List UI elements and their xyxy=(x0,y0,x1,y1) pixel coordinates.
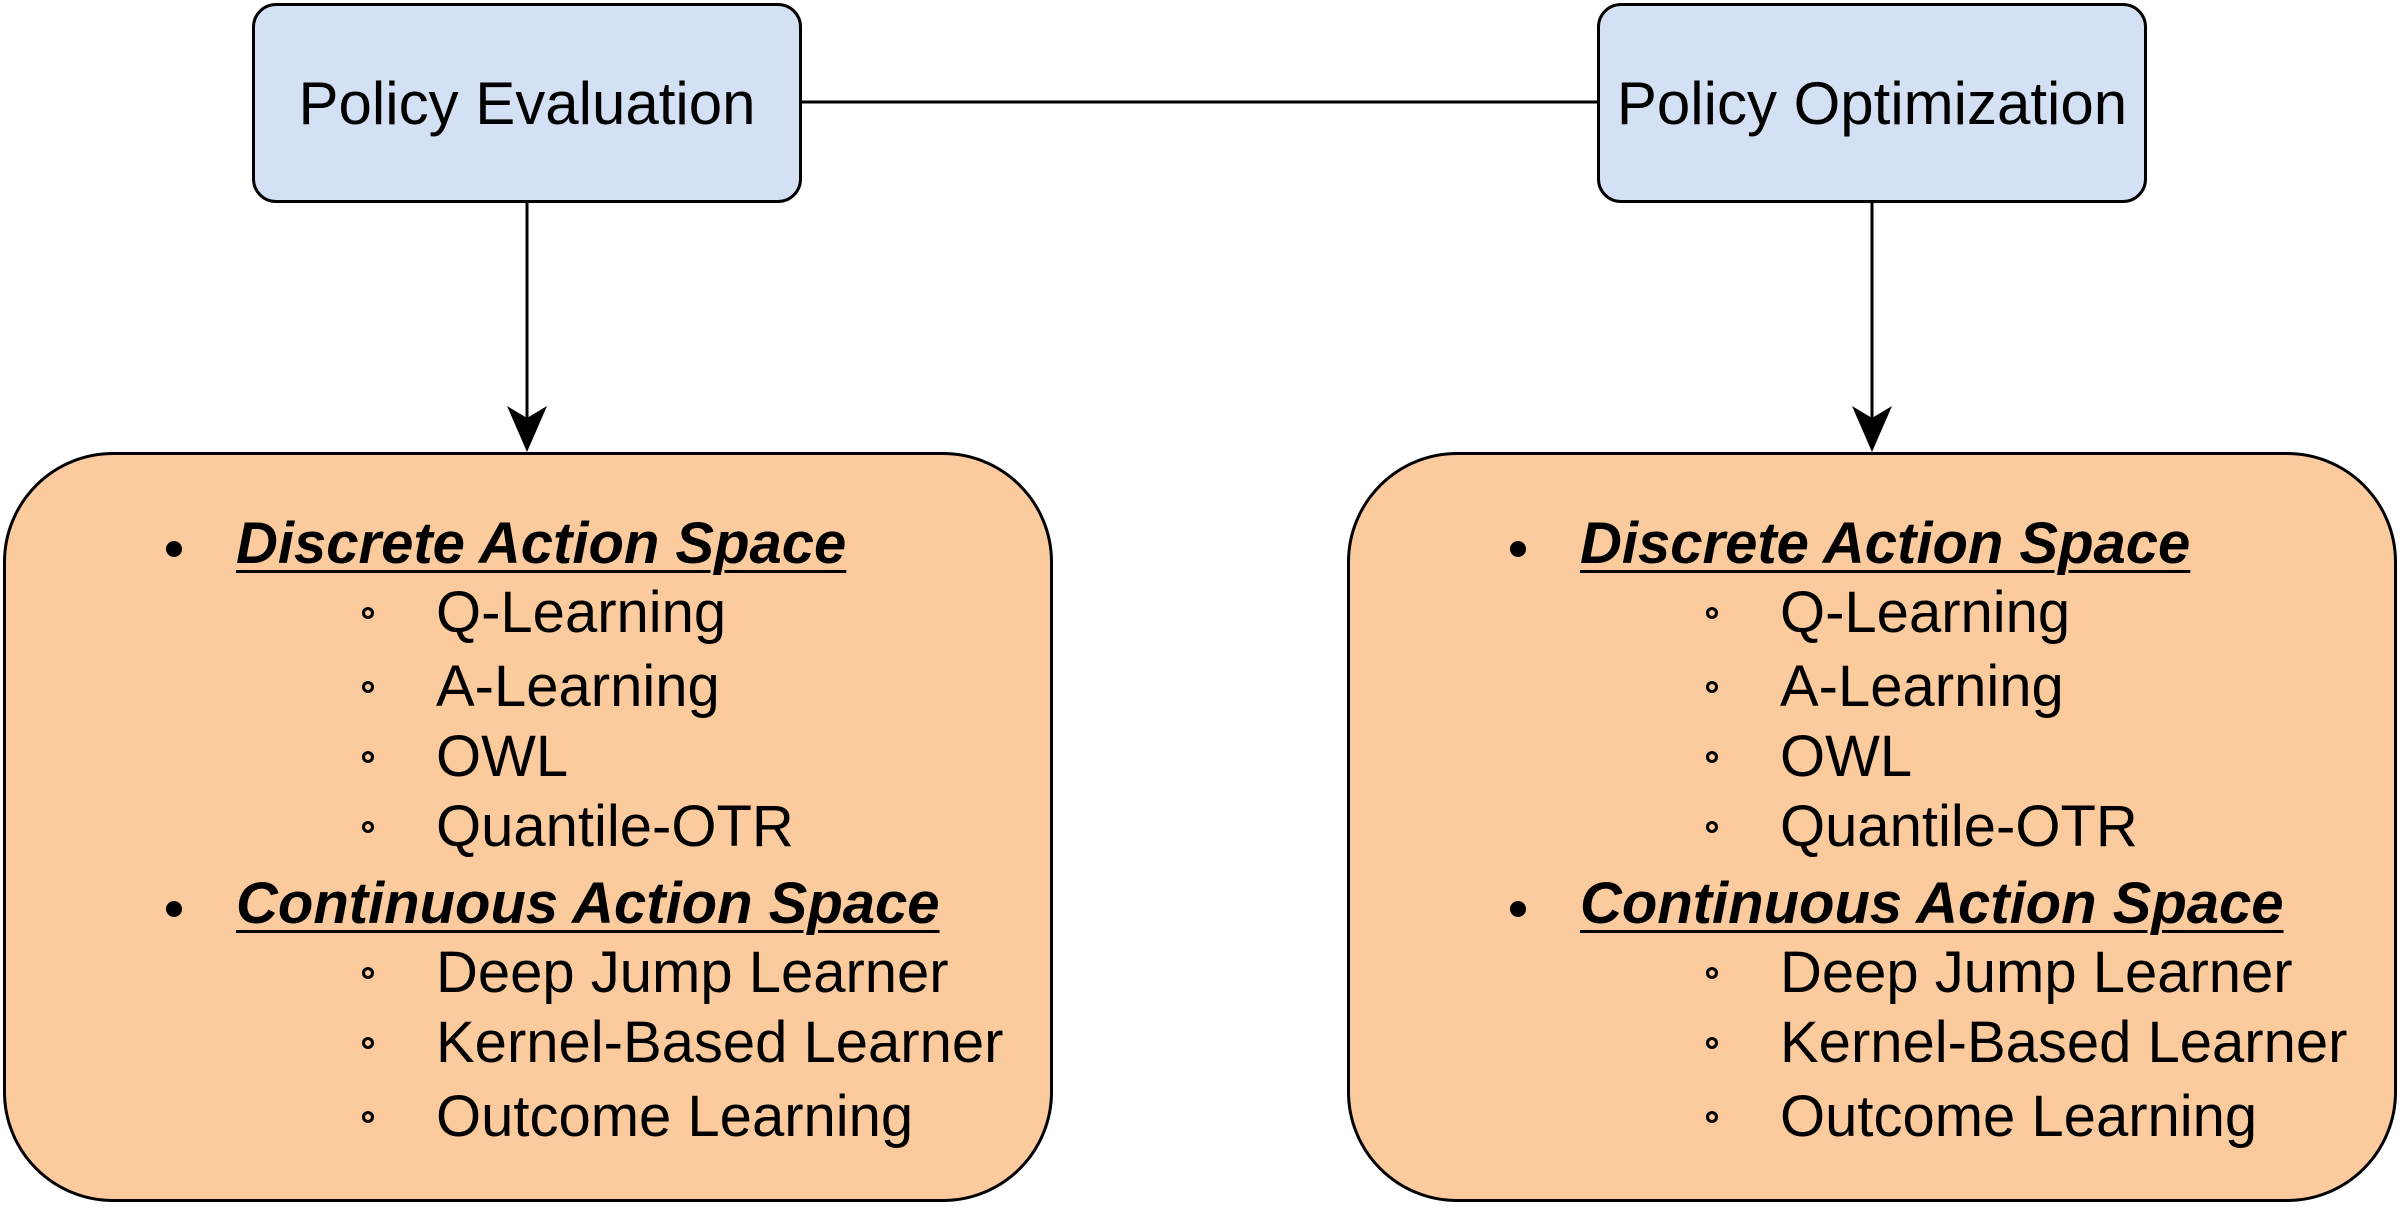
policy-evaluation-label: Policy Evaluation xyxy=(298,69,756,137)
list-item-label: Outcome Learning xyxy=(1780,1084,2258,1149)
circle-bullet-icon xyxy=(1706,681,1718,693)
list-item-label: Quantile-OTR xyxy=(1780,794,2138,859)
circle-bullet-icon xyxy=(362,751,374,763)
bullet-icon xyxy=(1510,541,1526,557)
circle-bullet-icon xyxy=(362,1111,374,1123)
optimization-methods-panel: Discrete Action Space Q-Learning A-Learn… xyxy=(1347,452,2397,1202)
circle-bullet-icon xyxy=(362,607,374,619)
circle-bullet-icon xyxy=(362,821,374,833)
list-item-label: Quantile-OTR xyxy=(436,794,794,859)
list-item-label: Kernel-Based Learner xyxy=(436,1010,1004,1075)
arrowhead-optimization-icon xyxy=(1852,406,1892,452)
list-item-label: OWL xyxy=(436,724,569,789)
circle-bullet-icon xyxy=(1706,751,1718,763)
circle-bullet-icon xyxy=(1706,1037,1718,1049)
evaluation-methods-panel: Discrete Action Space Q-Learning A-Learn… xyxy=(3,452,1053,1202)
policy-evaluation-box[interactable]: Policy Evaluation xyxy=(252,3,802,203)
group-title-discrete-action-space: Discrete Action Space xyxy=(236,511,847,576)
circle-bullet-icon xyxy=(362,681,374,693)
list-item-label: A-Learning xyxy=(436,654,720,719)
bullet-icon xyxy=(166,541,182,557)
policy-optimization-box[interactable]: Policy Optimization xyxy=(1597,3,2147,203)
list-item-label: Q-Learning xyxy=(436,580,727,645)
arrowhead-evaluation-icon xyxy=(507,406,547,452)
list-item-label: Deep Jump Learner xyxy=(436,940,949,1005)
list-item-label: Outcome Learning xyxy=(436,1084,914,1149)
circle-bullet-icon xyxy=(1706,1111,1718,1123)
circle-bullet-icon xyxy=(1706,821,1718,833)
group-title-continuous-action-space: Continuous Action Space xyxy=(236,871,940,936)
circle-bullet-icon xyxy=(362,967,374,979)
circle-bullet-icon xyxy=(1706,607,1718,619)
list-item-label: Deep Jump Learner xyxy=(1780,940,2293,1005)
list-item-label: A-Learning xyxy=(1780,654,2064,719)
group-title-continuous-action-space: Continuous Action Space xyxy=(1580,871,2284,936)
list-item-label: Q-Learning xyxy=(1780,580,2071,645)
list-item-label: Kernel-Based Learner xyxy=(1780,1010,2348,1075)
group-title-discrete-action-space: Discrete Action Space xyxy=(1580,511,2191,576)
circle-bullet-icon xyxy=(362,1037,374,1049)
list-item-label: OWL xyxy=(1780,724,1913,789)
policy-optimization-label: Policy Optimization xyxy=(1616,69,2128,137)
circle-bullet-icon xyxy=(1706,967,1718,979)
bullet-icon xyxy=(166,901,182,917)
bullet-icon xyxy=(1510,901,1526,917)
